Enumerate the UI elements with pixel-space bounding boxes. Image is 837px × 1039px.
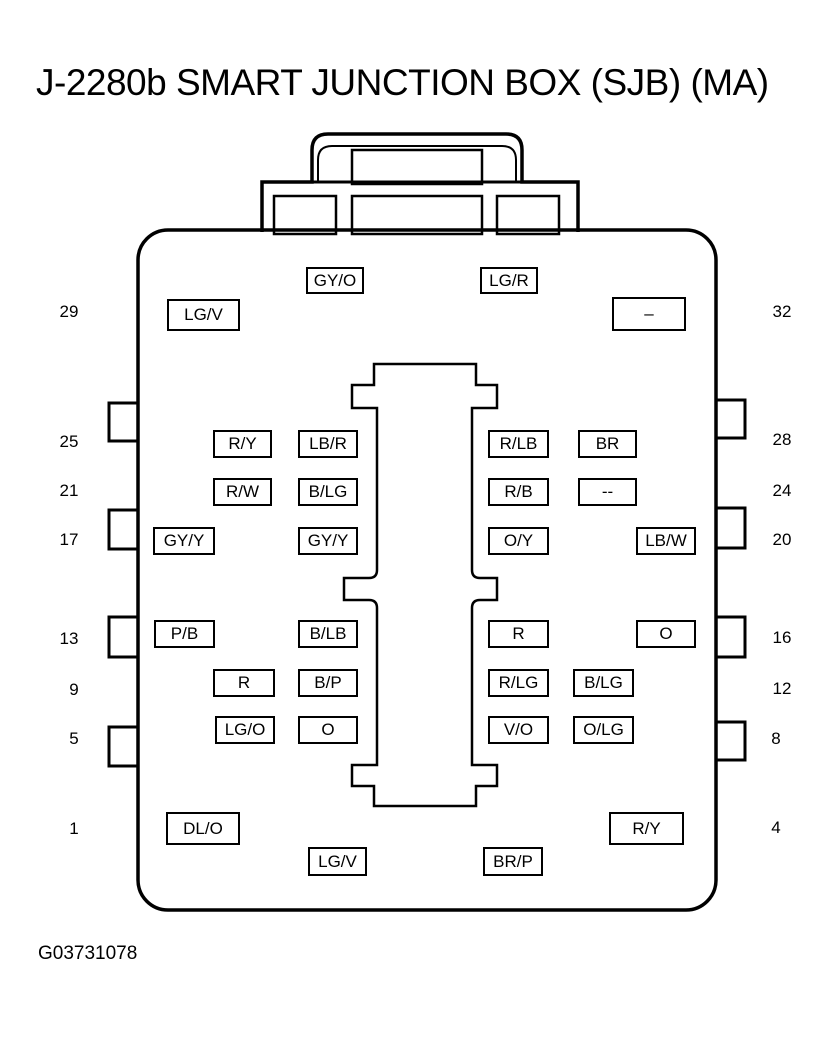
pin-13: P/B bbox=[154, 620, 215, 648]
pin-18: GY/Y bbox=[298, 527, 358, 555]
pin-12: B/LG bbox=[573, 669, 634, 697]
pin-number-5: 5 bbox=[69, 729, 79, 748]
pin-16: O bbox=[636, 620, 696, 648]
pin-20: LB/W bbox=[636, 527, 696, 555]
pin-27: R/LB bbox=[488, 430, 549, 458]
pin-9: R bbox=[213, 669, 275, 697]
pin-17: GY/Y bbox=[153, 527, 215, 555]
pin-21: R/W bbox=[213, 478, 272, 506]
pin-28: BR bbox=[578, 430, 637, 458]
center-key-cavity bbox=[342, 362, 499, 808]
pin-5: LG/O bbox=[215, 716, 275, 744]
pin-number-24: 24 bbox=[772, 481, 792, 500]
pin-number-4: 4 bbox=[771, 818, 781, 837]
pin-26: LB/R bbox=[298, 430, 358, 458]
pin-8: O/LG bbox=[573, 716, 634, 744]
pin-29: LG/V bbox=[167, 299, 240, 331]
pin-11: R/LG bbox=[488, 669, 549, 697]
pin-top-left: GY/O bbox=[306, 267, 364, 294]
right-tab-upper bbox=[716, 398, 747, 440]
pin-22: B/LG bbox=[298, 478, 358, 506]
left-tab-upper bbox=[107, 401, 138, 443]
pin-number-12: 12 bbox=[772, 679, 792, 698]
top-latch-outline bbox=[260, 132, 580, 232]
pin-number-13: 13 bbox=[59, 629, 79, 648]
right-tab-lower bbox=[716, 615, 747, 659]
top-slot-center bbox=[350, 194, 484, 236]
pin-number-16: 16 bbox=[772, 628, 792, 647]
pin-24: -- bbox=[578, 478, 637, 506]
pin-top-right: LG/R bbox=[480, 267, 538, 294]
pin-4: R/Y bbox=[609, 812, 684, 845]
left-tab-lower bbox=[107, 615, 138, 659]
top-latch-inner bbox=[317, 145, 517, 182]
top-latch-window bbox=[350, 148, 484, 186]
pin-number-21: 21 bbox=[59, 481, 79, 500]
diagram-title: J-2280b SMART JUNCTION BOX (SJB) (MA) bbox=[36, 62, 769, 103]
pin-number-32: 32 bbox=[772, 302, 792, 321]
pin-19: O/Y bbox=[488, 527, 549, 555]
pin-6: O bbox=[298, 716, 358, 744]
pin-23: R/B bbox=[488, 478, 549, 506]
pin-number-17: 17 bbox=[59, 530, 79, 549]
figure-code: G03731078 bbox=[38, 943, 138, 964]
pin-14: B/LB bbox=[298, 620, 358, 648]
right-tab-mid bbox=[716, 506, 747, 550]
pin-bottom-right: BR/P bbox=[483, 847, 543, 876]
left-tab-bottom bbox=[107, 725, 138, 768]
pin-number-1: 1 bbox=[69, 819, 79, 838]
pin-1: DL/O bbox=[166, 812, 240, 845]
pin-number-28: 28 bbox=[772, 430, 792, 449]
pin-number-25: 25 bbox=[59, 432, 79, 451]
pin-32: – bbox=[612, 297, 686, 331]
right-tab-bottom bbox=[716, 720, 747, 762]
top-slot-left bbox=[272, 194, 338, 236]
pin-10: B/P bbox=[298, 669, 358, 697]
pin-number-8: 8 bbox=[771, 729, 781, 748]
pin-bottom-left: LG/V bbox=[308, 847, 367, 876]
left-tab-mid bbox=[107, 508, 138, 551]
pin-number-29: 29 bbox=[59, 302, 79, 321]
connector-body bbox=[136, 228, 718, 912]
pin-number-20: 20 bbox=[772, 530, 792, 549]
pin-7: V/O bbox=[488, 716, 549, 744]
pin-15: R bbox=[488, 620, 549, 648]
pin-25: R/Y bbox=[213, 430, 272, 458]
top-slot-right bbox=[495, 194, 561, 236]
pin-number-9: 9 bbox=[69, 680, 79, 699]
